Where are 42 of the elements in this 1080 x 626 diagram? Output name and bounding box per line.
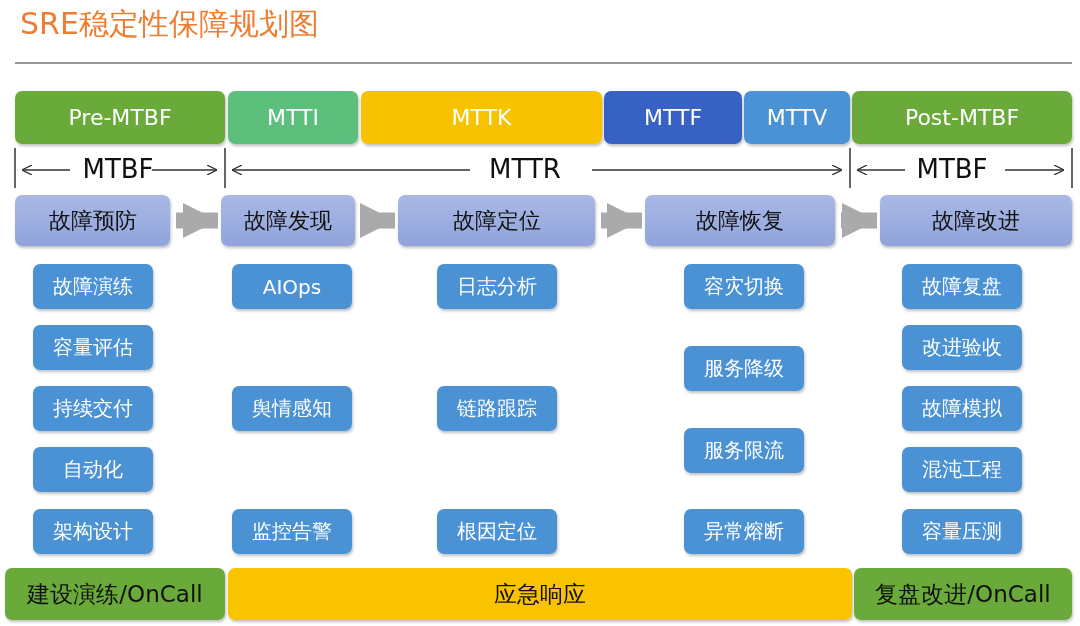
practice-box: 异常熔断 (684, 509, 804, 554)
practice-box: 链路跟踪 (437, 386, 557, 431)
time-bar: Post-MTBF (852, 91, 1072, 144)
phase-box: 故障定位 (398, 195, 595, 246)
practice-box: 架构设计 (33, 509, 153, 554)
dimension-label: MTTR (489, 154, 561, 184)
time-bar: MTTV (744, 91, 850, 144)
practice-box: 服务降级 (684, 346, 804, 391)
title: SRE稳定性保障规划图 (20, 5, 319, 43)
time-bar: Pre-MTBF (15, 91, 225, 144)
practice-box: 容灾切换 (684, 264, 804, 309)
practice-box: 监控告警 (232, 509, 352, 554)
practice-box: 混沌工程 (902, 447, 1022, 492)
practice-box: 故障演练 (33, 264, 153, 309)
phase-box: 故障发现 (221, 195, 355, 246)
phase-box: 故障改进 (880, 195, 1072, 246)
practice-box: 改进验收 (902, 325, 1022, 370)
practice-box: AIOps (232, 264, 352, 309)
practice-box: 服务限流 (684, 428, 804, 473)
time-bar: MTTI (228, 91, 358, 144)
practice-box: 自动化 (33, 447, 153, 492)
practice-box: 根因定位 (437, 509, 557, 554)
practice-box: 日志分析 (437, 264, 557, 309)
time-bar: MTTK (361, 91, 602, 144)
stage-bar: 建设演练/OnCall (5, 568, 225, 620)
dimension-label: MTBF (916, 154, 988, 184)
phase-box: 故障恢复 (645, 195, 835, 246)
dimension-label: MTBF (82, 154, 154, 184)
block-arrow (841, 202, 877, 239)
block-arrow (176, 202, 218, 239)
practice-box: 故障模拟 (902, 386, 1022, 431)
block-arrow (359, 202, 395, 239)
practice-box: 容量评估 (33, 325, 153, 370)
practice-box: 故障复盘 (902, 264, 1022, 309)
phase-box: 故障预防 (15, 195, 170, 246)
practice-box: 舆情感知 (232, 386, 352, 431)
practice-box: 持续交付 (33, 386, 153, 431)
stage-bar: 应急响应 (228, 568, 852, 620)
practice-box: 容量压测 (902, 509, 1022, 554)
time-bar: MTTF (604, 91, 742, 144)
stage-bar: 复盘改进/OnCall (854, 568, 1072, 620)
block-arrow (601, 202, 642, 239)
